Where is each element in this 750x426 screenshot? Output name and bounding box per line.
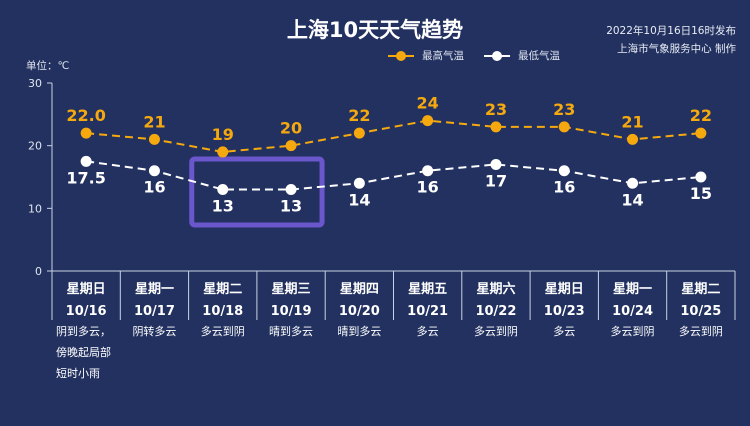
date-label: 10/20 bbox=[339, 304, 380, 319]
highlight-box bbox=[189, 156, 325, 228]
data-label-low: 14 bbox=[621, 190, 643, 209]
legend-marker-low-icon bbox=[484, 50, 510, 61]
y-tick-label: 20 bbox=[28, 140, 42, 153]
data-point-low bbox=[695, 171, 707, 183]
weather-label: 阴到多云， bbox=[56, 324, 111, 338]
date-label: 10/16 bbox=[66, 304, 107, 319]
data-point-high bbox=[422, 115, 434, 127]
data-label-high: 22 bbox=[348, 106, 370, 125]
data-point-low bbox=[558, 165, 570, 177]
data-label-high: 19 bbox=[212, 125, 234, 144]
weather-label: 多云到阴 bbox=[679, 324, 723, 338]
data-label-low: 17.5 bbox=[66, 168, 105, 187]
data-label-low: 15 bbox=[690, 184, 712, 203]
data-point-high bbox=[490, 121, 502, 133]
y-tick-label: 10 bbox=[28, 202, 42, 215]
legend-label-high: 最高气温 bbox=[422, 50, 464, 62]
date-label: 10/18 bbox=[202, 304, 243, 319]
y-tick-label: 30 bbox=[28, 77, 42, 90]
data-point-high bbox=[627, 133, 639, 145]
data-label-low: 16 bbox=[143, 178, 165, 197]
date-label: 10/21 bbox=[407, 304, 448, 319]
legend-label-low: 最低气温 bbox=[518, 50, 560, 62]
series-line-low bbox=[86, 160, 701, 191]
weather-label: 多云 bbox=[553, 324, 575, 338]
weekday-label: 星期日 bbox=[545, 282, 584, 297]
date-label: 10/23 bbox=[544, 304, 585, 319]
data-label-high: 20 bbox=[280, 119, 302, 138]
data-label-low: 16 bbox=[553, 178, 575, 197]
data-point-low bbox=[80, 155, 92, 167]
legend: 最高气温 最低气温 bbox=[388, 48, 560, 63]
data-label-high: 22 bbox=[690, 106, 712, 125]
weather-label: 短时小雨 bbox=[56, 366, 100, 380]
date-label: 10/24 bbox=[612, 304, 653, 319]
data-label-low: 16 bbox=[417, 178, 439, 197]
weather-label: 多云到阴 bbox=[474, 324, 518, 338]
publish-time: 2022年10月16日16时发布 bbox=[606, 25, 736, 37]
data-point-low bbox=[422, 165, 434, 177]
data-point-high bbox=[217, 146, 229, 158]
weekday-label: 星期四 bbox=[340, 282, 379, 297]
data-point-high bbox=[285, 140, 297, 152]
date-label: 10/25 bbox=[680, 304, 721, 319]
weekday-label: 星期一 bbox=[135, 282, 174, 297]
y-tick-label: 0 bbox=[35, 265, 42, 278]
page-title: 上海10天天气趋势 bbox=[286, 18, 464, 42]
unit-label: 单位：℃ bbox=[26, 60, 70, 72]
weekday-label: 星期一 bbox=[613, 282, 652, 297]
weekday-label: 星期三 bbox=[272, 282, 311, 297]
weather-label: 多云 bbox=[417, 324, 439, 338]
data-point-high bbox=[80, 127, 92, 139]
data-point-high bbox=[695, 127, 707, 139]
weekday-label: 星期二 bbox=[681, 282, 720, 297]
data-point-high bbox=[148, 133, 160, 145]
date-label: 10/19 bbox=[271, 304, 312, 319]
weather-label: 多云到阴 bbox=[611, 324, 655, 338]
weather-label: 阴转多云 bbox=[132, 324, 176, 338]
weekday-label: 星期六 bbox=[476, 281, 515, 297]
data-point-high bbox=[558, 121, 570, 133]
data-label-low: 14 bbox=[348, 190, 370, 209]
weekday-label: 星期五 bbox=[408, 282, 447, 297]
data-point-low bbox=[148, 165, 160, 177]
data-label-high: 21 bbox=[621, 112, 643, 131]
data-point-low bbox=[627, 177, 639, 189]
weather-label: 傍晚起局部 bbox=[56, 345, 111, 359]
data-point-low bbox=[285, 184, 297, 196]
weather-label: 多云到阴 bbox=[201, 324, 245, 338]
legend-item-high: 最高气温 bbox=[388, 48, 464, 63]
data-point-high bbox=[353, 127, 365, 139]
legend-marker-high-icon bbox=[388, 50, 414, 61]
weekday-label: 星期二 bbox=[203, 282, 242, 297]
weekday-label: 星期日 bbox=[67, 282, 106, 297]
legend-item-low: 最低气温 bbox=[484, 48, 560, 63]
producer: 上海市气象服务中心 制作 bbox=[617, 43, 736, 55]
data-label-high: 22.0 bbox=[66, 106, 105, 125]
series-line-high bbox=[86, 119, 701, 153]
weather-label: 晴到多云 bbox=[269, 324, 313, 338]
data-label-low: 13 bbox=[212, 197, 234, 216]
data-point-low bbox=[353, 177, 365, 189]
data-point-low bbox=[490, 158, 502, 170]
data-label-high: 23 bbox=[485, 100, 507, 119]
weather-label: 晴到多云 bbox=[337, 324, 381, 338]
date-label: 10/22 bbox=[475, 304, 516, 319]
data-label-high: 24 bbox=[417, 94, 439, 113]
date-label: 10/17 bbox=[134, 304, 175, 319]
data-label-high: 21 bbox=[143, 112, 165, 131]
data-point-low bbox=[217, 184, 229, 196]
publish-info: 2022年10月16日16时发布 上海市气象服务中心 制作 bbox=[606, 22, 736, 58]
data-label-low: 13 bbox=[280, 197, 302, 216]
data-label-high: 23 bbox=[553, 100, 575, 119]
data-label-low: 17 bbox=[485, 171, 507, 190]
